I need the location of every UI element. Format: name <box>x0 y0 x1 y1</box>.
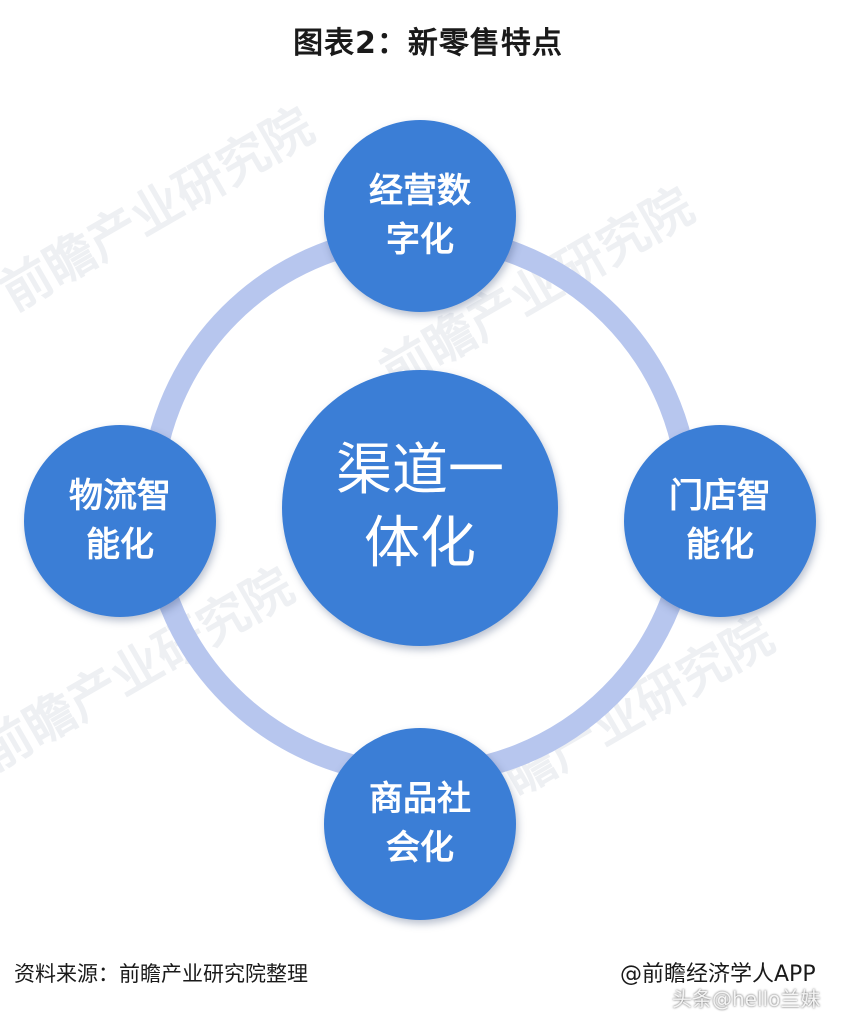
credit-note: @前瞻经济学人APP <box>620 962 816 987</box>
overlay-watermark: 头条@hello兰妹 <box>672 987 821 1011</box>
center-label: 渠道一体化 <box>336 438 504 576</box>
node-label: 门店智能化 <box>669 475 771 565</box>
node-bottom: 商品社会化 <box>324 728 516 920</box>
node-left: 物流智能化 <box>24 425 216 617</box>
node-right: 门店智能化 <box>624 425 816 617</box>
source-note: 资料来源：前瞻产业研究院整理 <box>14 962 308 986</box>
node-top: 经营数字化 <box>324 120 516 312</box>
node-center: 渠道一体化 <box>282 370 558 646</box>
node-label: 商品社会化 <box>369 778 471 868</box>
node-label: 经营数字化 <box>369 170 471 260</box>
node-label: 物流智能化 <box>69 475 171 565</box>
diagram-title: 图表2：新零售特点 <box>293 26 563 61</box>
